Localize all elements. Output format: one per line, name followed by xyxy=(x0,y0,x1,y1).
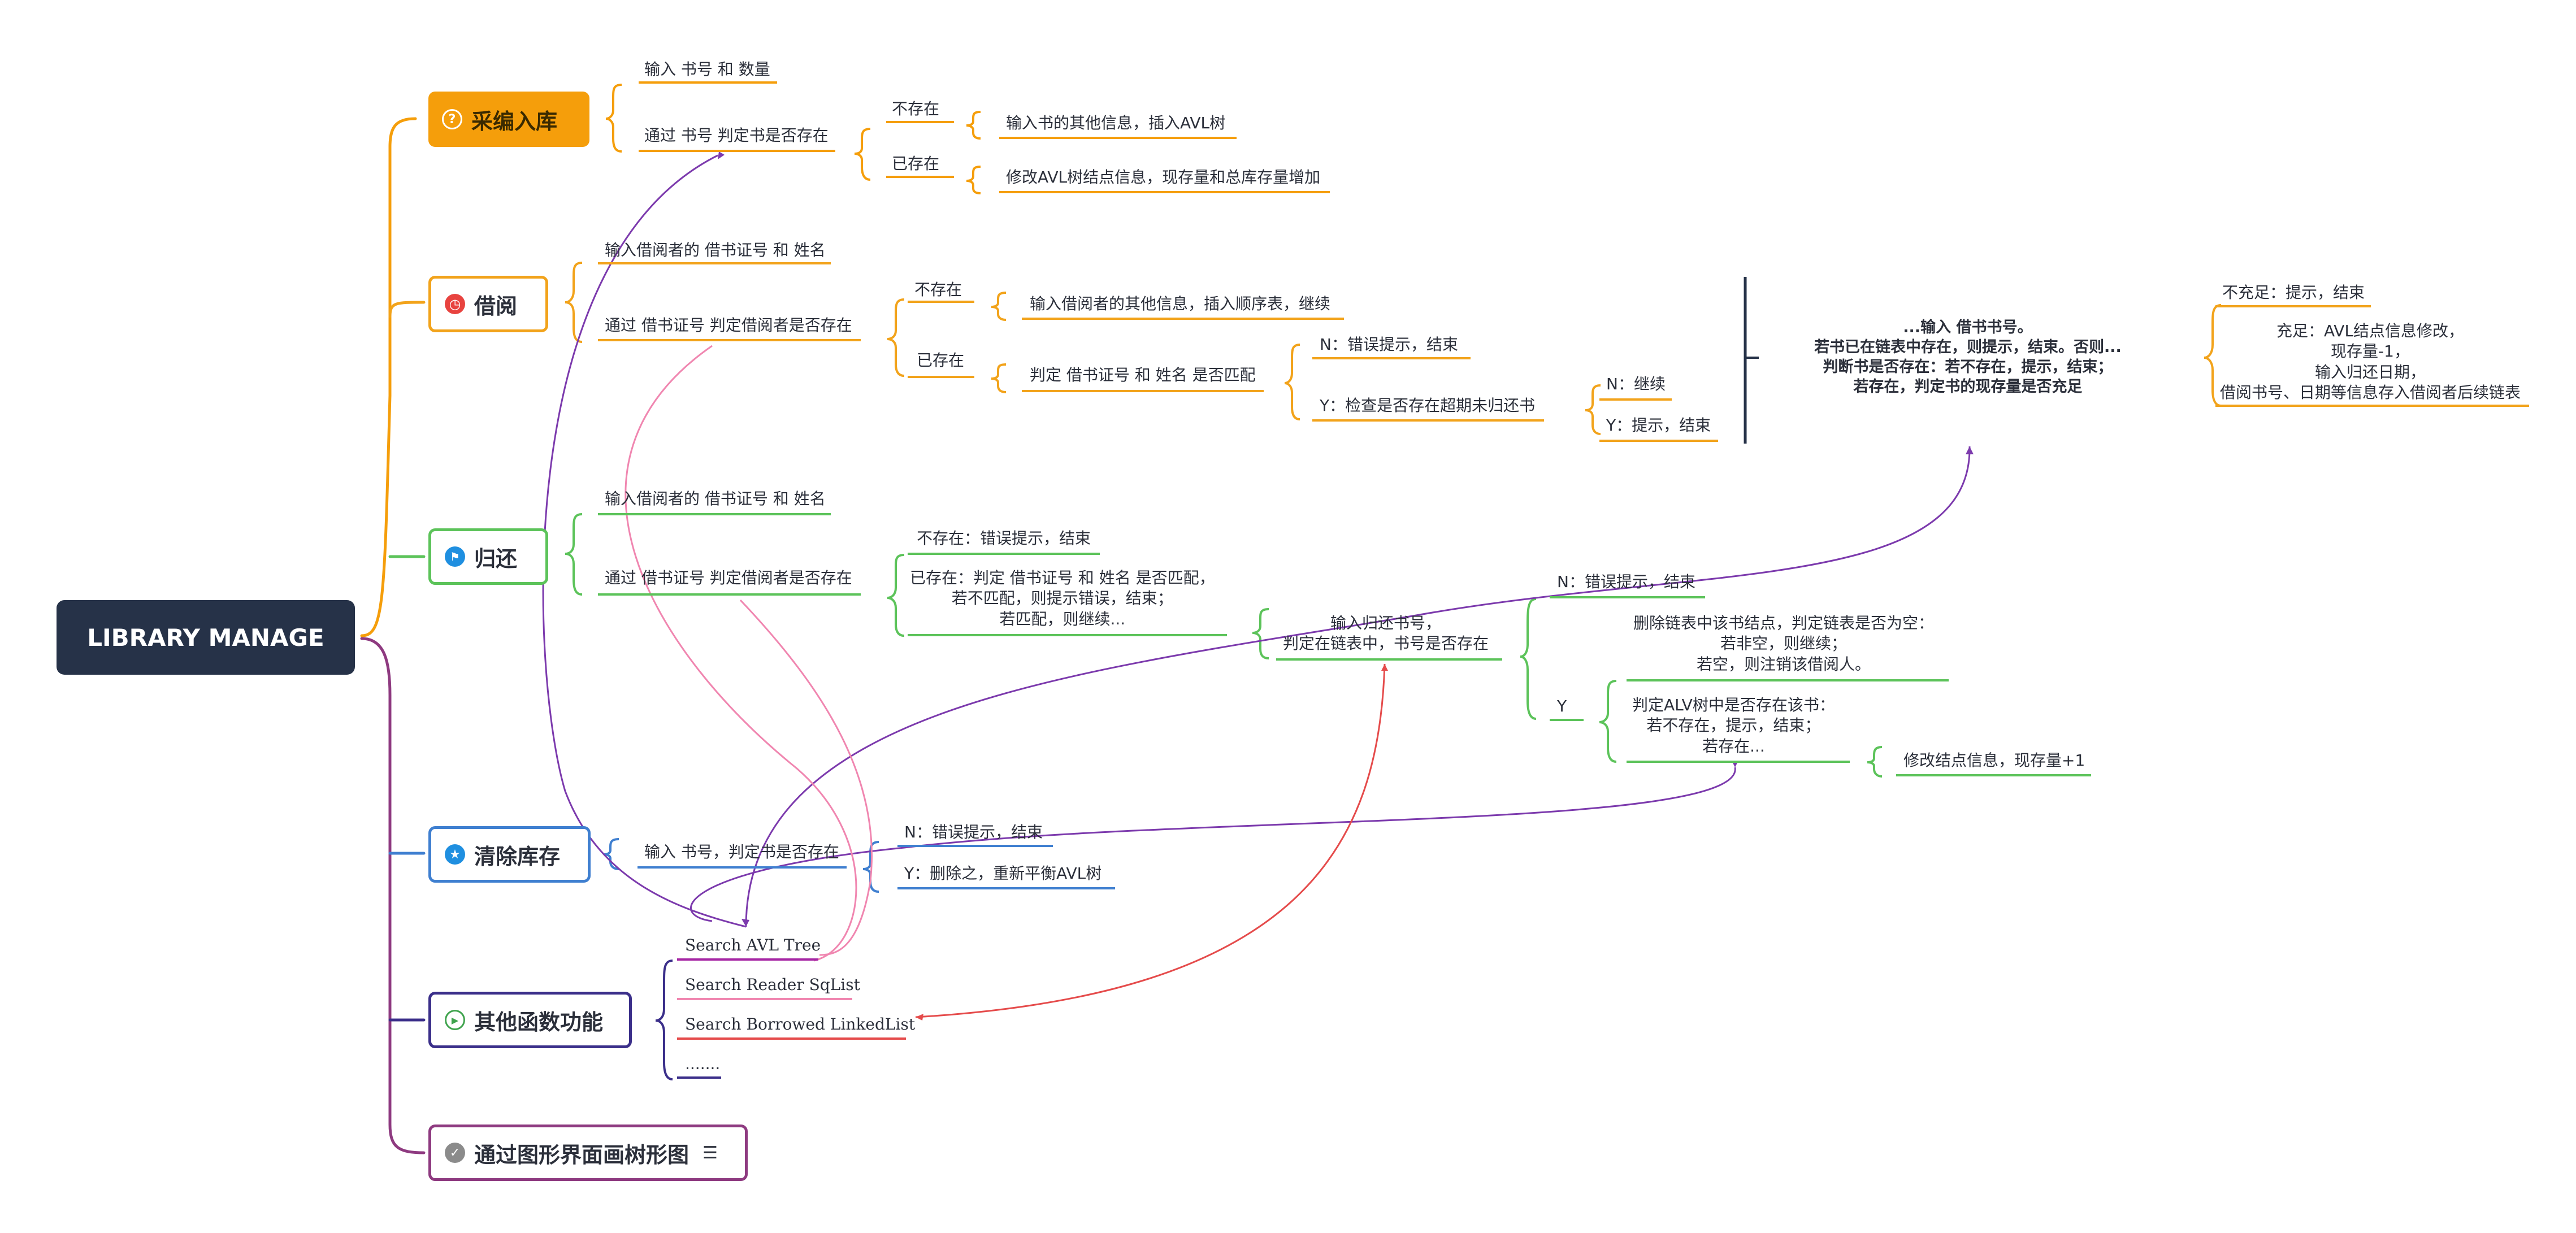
other-item-4[interactable]: ....... xyxy=(685,1054,721,1073)
clear-n-error: N：错误提示，结束 xyxy=(904,823,1043,841)
return-delete-node: 删除链表中该书结点，判定链表是否为空： 若非空，则继续； 若空，则注销该借阅人。 xyxy=(1633,614,1935,674)
topic-clear-label: 清除库存 xyxy=(474,844,561,869)
other-item-3[interactable]: Search Borrowed LinkedList xyxy=(685,1015,916,1034)
return-exist: 已存在：判定 借书证号 和 姓名 是否匹配， 若不匹配，则提示错误，结束； 若匹… xyxy=(910,568,1215,628)
return-not-exist: 不存在：错误提示，结束 xyxy=(917,529,1091,548)
borrow-not-exist-action: 输入借阅者的其他信息，插入顺序表，继续 xyxy=(1030,294,1331,313)
return-y: Y xyxy=(1557,697,1567,715)
return-input-book: 输入归还书号， 判定在链表中，书号是否存在 xyxy=(1283,614,1489,653)
acquire-not-exist: 不存在 xyxy=(892,99,940,118)
topic-clear[interactable]: ★ 清除库存 xyxy=(428,826,591,883)
borrow-exist: 已存在 xyxy=(917,351,965,370)
acquire-judge: 通过 书号 判定书是否存在 xyxy=(644,126,829,145)
return-n-error: N：错误提示，结束 xyxy=(1557,572,1695,591)
flag-icon: ⚑ xyxy=(445,546,465,567)
clear-y-delete: Y：删除之，重新平衡AVL树 xyxy=(904,864,1102,883)
acquire-exist-action: 修改AVL树结点信息，现存量和总库存量增加 xyxy=(1006,168,1321,186)
acquire-not-exist-action: 输入书的其他信息，插入AVL树 xyxy=(1006,114,1226,132)
clock-icon: ◷ xyxy=(445,294,465,314)
topic-gui-label: 通过图形界面画树形图 xyxy=(474,1142,689,1167)
topic-other[interactable]: ▶ 其他函数功能 xyxy=(428,992,632,1048)
return-judge: 通过 借书证号 判定借阅者是否存在 xyxy=(605,568,852,587)
other-item-2[interactable]: Search Reader SqList xyxy=(685,975,860,994)
topic-acquire-label: 采编入库 xyxy=(471,108,558,134)
root-node[interactable]: LIBRARY MANAGE xyxy=(57,600,355,675)
question-icon: ? xyxy=(442,109,462,129)
play-icon: ▶ xyxy=(445,1010,465,1030)
topic-acquire[interactable]: ? 采编入库 xyxy=(428,92,589,147)
topic-borrow[interactable]: ◷ 借阅 xyxy=(428,276,548,332)
notes-icon[interactable]: ☰ xyxy=(702,1143,718,1163)
root-label: LIBRARY MANAGE xyxy=(87,623,324,652)
return-modify: 修改结点信息，现存量+1 xyxy=(1903,751,2085,770)
topic-return[interactable]: ⚑ 归还 xyxy=(428,528,548,585)
topic-return-label: 归还 xyxy=(474,546,518,571)
borrow-n-error: N：错误提示，结束 xyxy=(1320,335,1458,354)
star-icon: ★ xyxy=(445,844,465,865)
other-item-1[interactable]: Search AVL Tree xyxy=(685,936,821,954)
acquire-input: 输入 书号 和 数量 xyxy=(644,60,770,79)
borrow-input: 输入借阅者的 借书证号 和 姓名 xyxy=(605,241,826,259)
topic-gui[interactable]: ✓ 通过图形界面画树形图 ☰ xyxy=(428,1125,748,1181)
topic-borrow-label: 借阅 xyxy=(474,293,518,319)
borrow-judge: 通过 借书证号 判定借阅者是否存在 xyxy=(605,316,852,335)
borrow-match: 判定 借书证号 和 姓名 是否匹配 xyxy=(1030,366,1256,384)
topic-other-label: 其他函数功能 xyxy=(474,1009,604,1035)
borrow-y-end: Y：提示，结束 xyxy=(1606,416,1711,435)
check-icon: ✓ xyxy=(445,1143,465,1163)
borrow-n-continue: N：继续 xyxy=(1606,375,1666,393)
return-input: 输入借阅者的 借书证号 和 姓名 xyxy=(605,489,826,508)
borrow-not-exist: 不存在 xyxy=(914,280,962,299)
return-judge-avl: 判定ALV树中是否存在该书： 若不存在，提示，结束； 若存在... xyxy=(1632,696,1835,756)
borrow-sufficient: 充足：AVL结点信息修改， 现存量-1， 输入归还日期， 借阅书号、日期等信息存… xyxy=(2220,322,2521,402)
borrow-y-check: Y：检查是否存在超期未归还书 xyxy=(1320,396,1536,415)
acquire-exist: 已存在 xyxy=(892,154,940,173)
borrow-detail: ...输入 借书书号。 若书已在链表中存在，则提示，结束。否则... 判断书是否… xyxy=(1814,319,2122,396)
clear-input: 输入 书号，判定书是否存在 xyxy=(644,843,839,861)
borrow-insufficient: 不充足：提示，结束 xyxy=(2222,283,2365,302)
